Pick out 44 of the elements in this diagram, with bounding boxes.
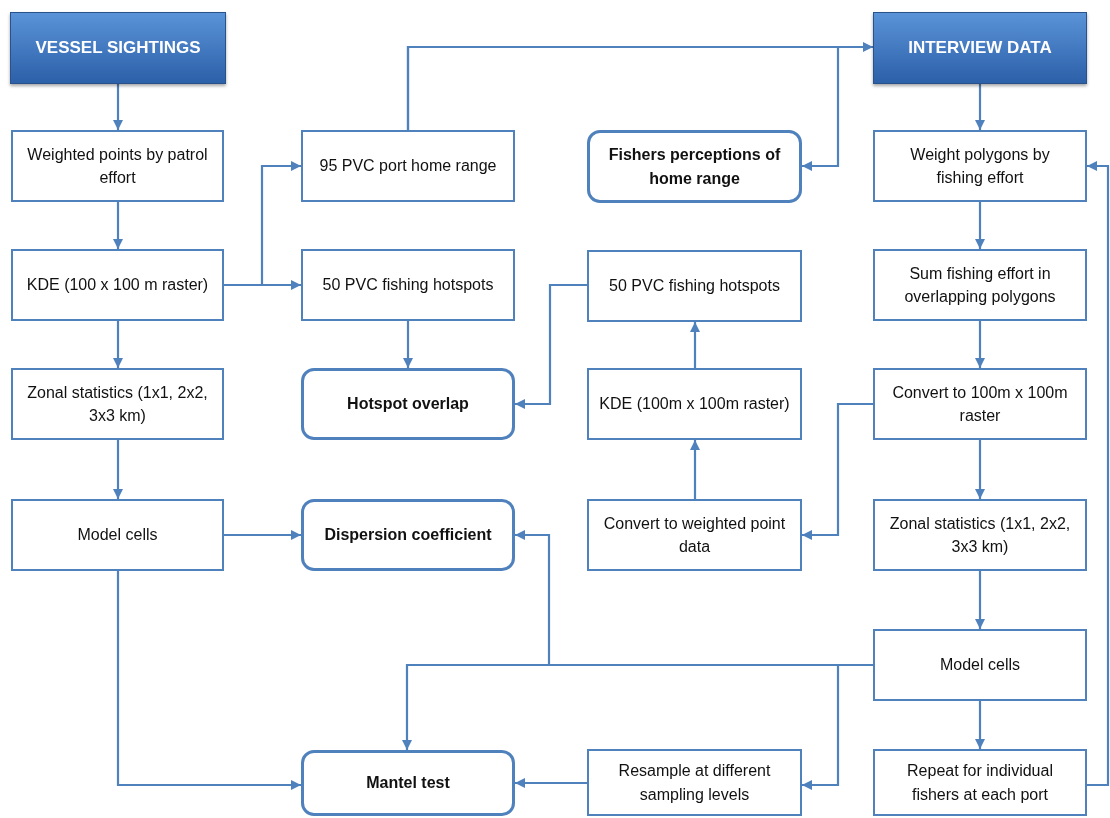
arrow <box>116 571 301 790</box>
arrow <box>113 440 123 499</box>
process-box: Weighted points by patrol effort <box>11 130 224 202</box>
arrow <box>802 663 873 790</box>
header-box: INTERVIEW DATA <box>873 12 1087 84</box>
process-box: Zonal statistics (1x1, 2x2, 3x3 km) <box>11 368 224 440</box>
result-box: Fishers perceptions of home range <box>587 130 802 203</box>
arrow <box>113 202 123 249</box>
result-box: Mantel test <box>301 750 515 816</box>
arrow <box>515 283 587 409</box>
arrow <box>975 321 985 368</box>
result-box: Hotspot overlap <box>301 368 515 440</box>
arrow <box>975 701 985 749</box>
arrow <box>406 45 840 171</box>
result-box: Dispersion coefficient <box>301 499 515 571</box>
process-box: Model cells <box>873 629 1087 701</box>
arrow <box>690 322 700 368</box>
arrow <box>224 280 301 290</box>
arrow <box>975 84 985 130</box>
process-box: 50 PVC fishing hotspots <box>587 250 802 322</box>
arrow <box>975 440 985 499</box>
arrow <box>975 571 985 629</box>
process-box: KDE (100 x 100 m raster) <box>11 249 224 321</box>
process-box: Convert to weighted point data <box>587 499 802 571</box>
process-box: Resample at different sampling levels <box>587 749 802 816</box>
arrow <box>690 440 700 499</box>
process-box: 50 PVC fishing hotspots <box>301 249 515 321</box>
header-box: VESSEL SIGHTINGS <box>10 12 226 84</box>
process-box: Model cells <box>11 499 224 571</box>
arrow <box>1087 161 1110 787</box>
process-box: KDE (100m x 100m raster) <box>587 368 802 440</box>
arrow <box>224 530 301 540</box>
arrow <box>515 778 587 788</box>
arrow <box>403 321 413 368</box>
process-box: Convert to 100m x 100m raster <box>873 368 1087 440</box>
arrow <box>113 84 123 130</box>
process-box: Repeat for individual fishers at each port <box>873 749 1087 816</box>
process-box: Weight polygons by fishing effort <box>873 130 1087 202</box>
arrow <box>802 402 873 540</box>
process-box: Zonal statistics (1x1, 2x2, 3x3 km) <box>873 499 1087 571</box>
process-box: 95 PVC port home range <box>301 130 515 202</box>
arrow <box>113 321 123 368</box>
arrow <box>975 202 985 249</box>
process-box: Sum fishing effort in overlapping polygons <box>873 249 1087 321</box>
